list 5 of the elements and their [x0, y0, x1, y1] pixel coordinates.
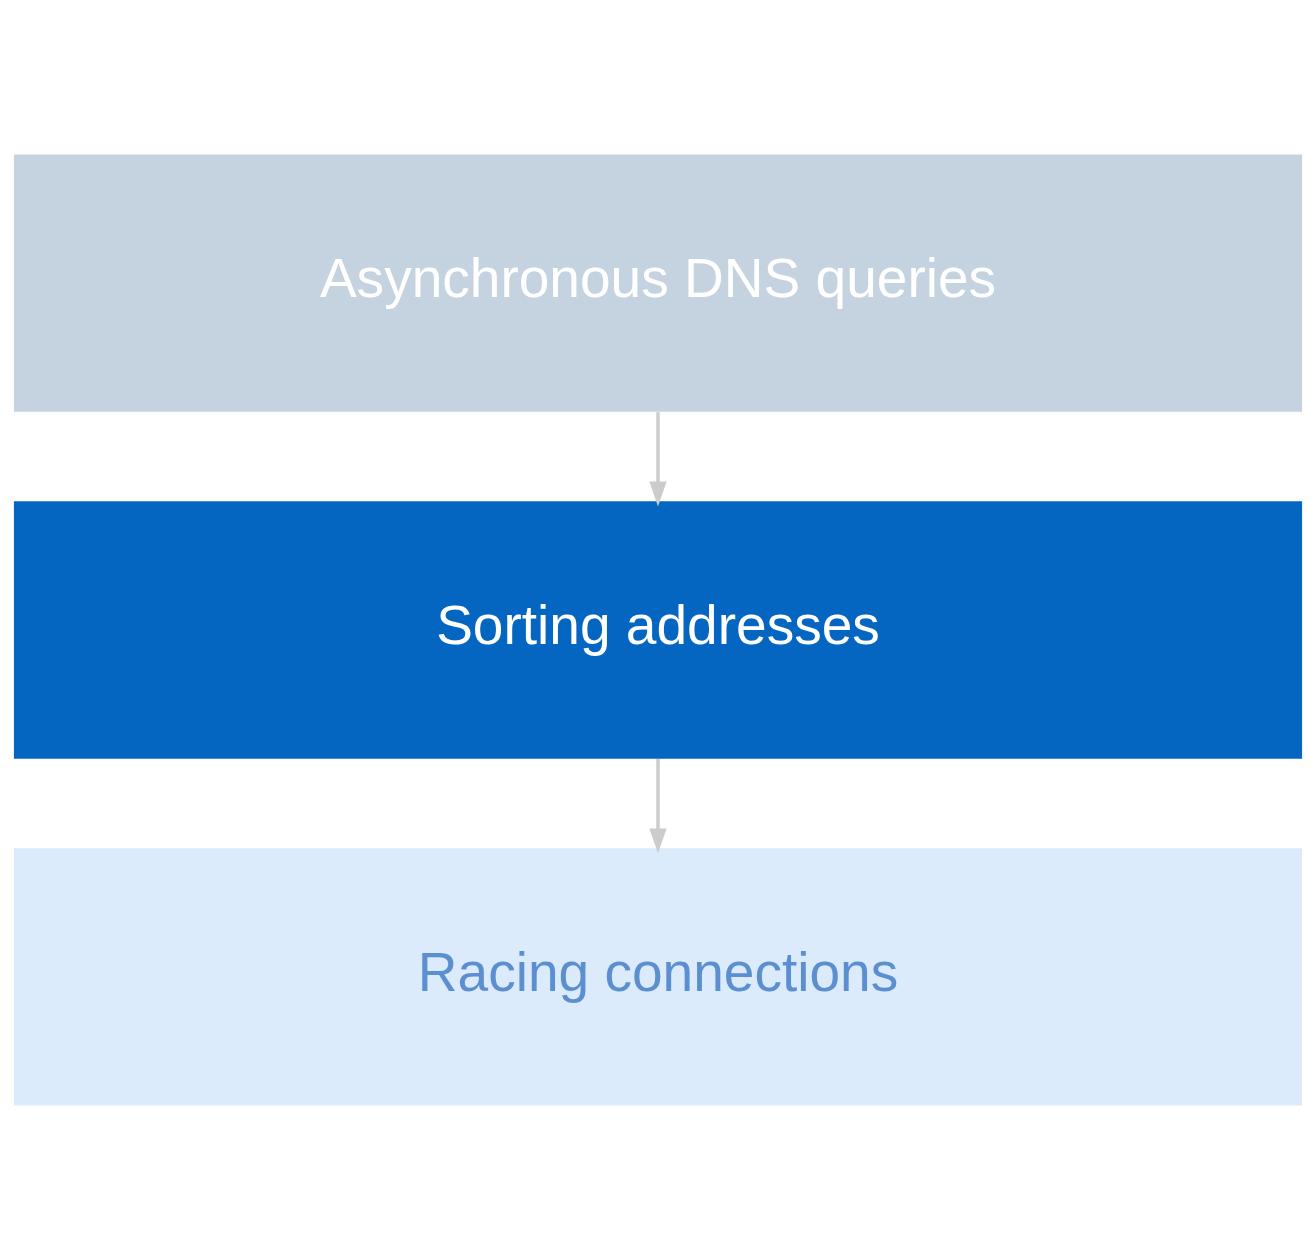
- node-box: Sorting addresses: [13, 501, 1303, 759]
- node-box: Asynchronous DNS queries: [13, 154, 1303, 412]
- arrow: [649, 412, 667, 507]
- arrow: [649, 759, 667, 854]
- node-box: Racing connections: [13, 848, 1303, 1106]
